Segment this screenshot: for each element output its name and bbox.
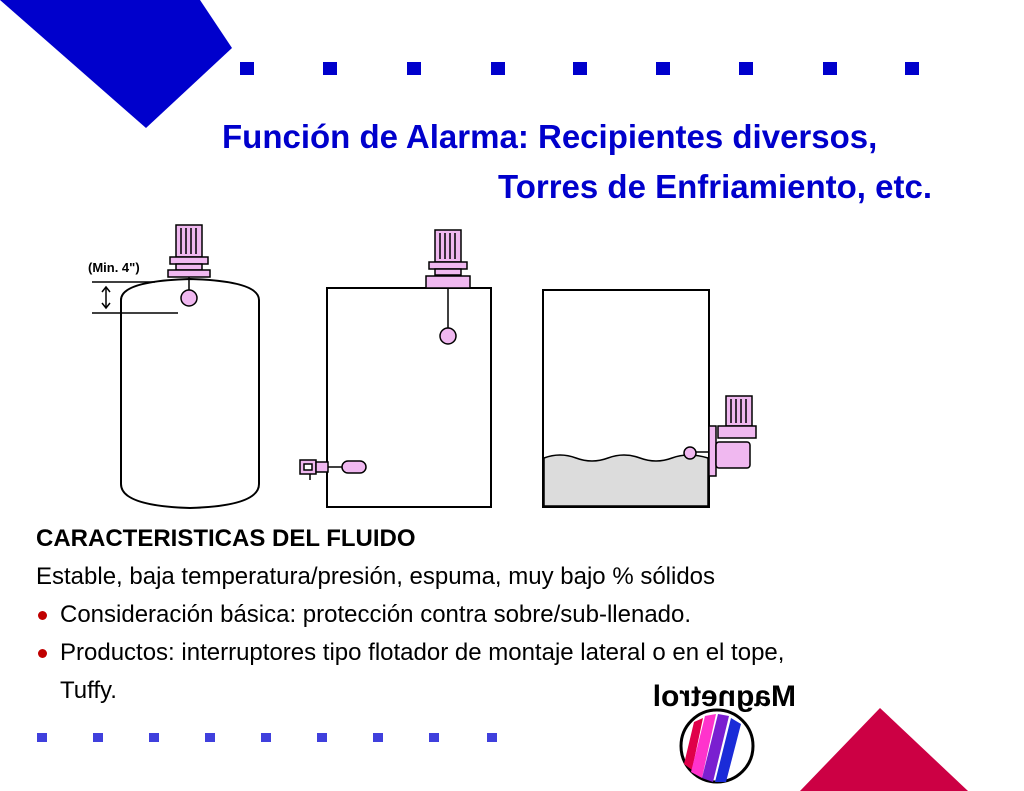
- square-mark: [205, 733, 215, 742]
- bullet-text: Productos: interruptores tipo flotador d…: [60, 639, 785, 666]
- square-mark: [149, 733, 159, 742]
- square-mark: [573, 62, 587, 75]
- square-mark: [323, 62, 337, 75]
- fluid-description: Estable, baja temperatura/presión, espum…: [36, 563, 716, 590]
- brand-logo: Magnetrol: [653, 680, 796, 784]
- vessel-cylindrical: [120, 277, 260, 510]
- top-mount-switch-2: [425, 229, 471, 345]
- brand-wordmark: Magnetrol: [653, 680, 796, 713]
- square-mark: [240, 62, 254, 75]
- corner-triangle-white-cut: [0, 0, 146, 128]
- square-mark: [487, 733, 497, 742]
- dimension-label: (Min. 4"): [88, 260, 140, 275]
- square-mark: [261, 733, 271, 742]
- square-mark: [739, 62, 753, 75]
- bullet-dot-icon: [38, 611, 47, 620]
- slide-title-line2: Torres de Enfriamiento, etc.: [498, 168, 932, 205]
- bullet-item: Productos: interruptores tipo flotador d…: [36, 634, 1024, 672]
- square-mark: [656, 62, 670, 75]
- top-square-row: [156, 62, 919, 75]
- vessel-rectangular: [326, 287, 492, 508]
- liquid-surface: [543, 454, 709, 507]
- square-mark: [317, 733, 327, 742]
- square-mark: [93, 733, 103, 742]
- side-mount-switch-low: [299, 459, 367, 480]
- square-mark: [156, 62, 170, 75]
- dimension-marker: [92, 281, 178, 314]
- square-mark: [373, 733, 383, 742]
- corner-triangle-red: [800, 708, 968, 791]
- slide-title-line1: Función de Alarma: Recipientes diversos,: [222, 118, 878, 155]
- square-mark: [407, 62, 421, 75]
- bullet-text: Consideración básica: protección contra …: [60, 601, 692, 628]
- square-mark: [37, 733, 47, 742]
- content-block: CARACTERISTICAS DEL FLUIDO Estable, baja…: [36, 520, 1024, 710]
- square-mark: [905, 62, 919, 75]
- side-mount-switch-tower: [683, 395, 757, 477]
- square-mark: [491, 62, 505, 75]
- top-mount-switch-1: [167, 224, 211, 307]
- section-heading: CARACTERISTICAS DEL FLUIDO: [36, 525, 416, 552]
- bottom-square-row: [37, 733, 497, 742]
- vessel-basin: [542, 289, 710, 508]
- bullet-dot-icon: [38, 649, 47, 658]
- corner-triangle-blue: [0, 0, 232, 128]
- square-mark: [823, 62, 837, 75]
- bullet-item: Consideración básica: protección contra …: [36, 596, 1024, 634]
- bullet-text-continuation: Tuffy.: [60, 677, 117, 704]
- square-mark: [429, 733, 439, 742]
